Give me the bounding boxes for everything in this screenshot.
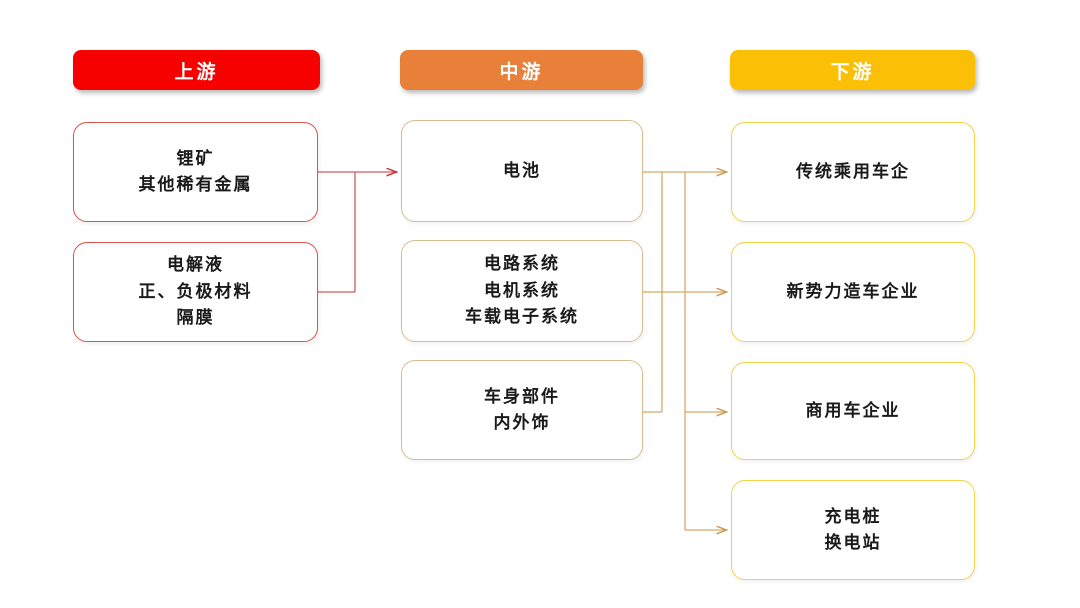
node-downstream-traditional-passenger-oem-text: 传统乘用车企 <box>796 161 910 182</box>
column-header-midstream: 中游 <box>400 50 643 90</box>
node-upstream-lithium-ore-text: 锂矿其他稀有金属 <box>138 148 253 195</box>
node-midstream-battery: 电池 <box>401 120 643 222</box>
column-header-midstream-label: 中游 <box>499 60 544 83</box>
column-header-downstream: 下游 <box>730 50 975 90</box>
wire-midstream-to-downstream <box>643 172 726 530</box>
node-upstream-lithium-ore: 锂矿其他稀有金属 <box>73 122 318 222</box>
column-header-upstream: 上游 <box>73 50 320 90</box>
column-header-downstream-label: 下游 <box>830 60 875 83</box>
node-midstream-electronic-systems-text: 电路系统电机系统车载电子系统 <box>465 254 579 328</box>
node-downstream-charging-swap-stations-text: 充电桩换电站 <box>824 506 882 553</box>
wire-upstream-to-midstream <box>318 172 396 293</box>
column-header-upstream-label: 上游 <box>174 60 219 83</box>
node-midstream-battery-text: 电池 <box>503 160 541 181</box>
node-downstream-charging-swap-stations: 充电桩换电站 <box>731 480 975 580</box>
node-downstream-new-force-oem: 新势力造车企业 <box>731 242 975 342</box>
node-upstream-electrolyte-materials-text: 电解液正、负极材料隔膜 <box>138 255 253 329</box>
node-upstream-electrolyte-materials: 电解液正、负极材料隔膜 <box>73 242 318 342</box>
node-downstream-commercial-vehicle-oem-text: 商用车企业 <box>805 400 901 421</box>
node-midstream-body-parts: 车身部件内外饰 <box>401 360 643 460</box>
node-midstream-electronic-systems: 电路系统电机系统车载电子系统 <box>401 240 643 342</box>
node-downstream-new-force-oem-text: 新势力造车企业 <box>786 281 920 302</box>
node-downstream-traditional-passenger-oem: 传统乘用车企 <box>731 122 975 222</box>
node-downstream-commercial-vehicle-oem: 商用车企业 <box>731 362 975 460</box>
node-midstream-body-parts-text: 车身部件内外饰 <box>484 386 560 433</box>
